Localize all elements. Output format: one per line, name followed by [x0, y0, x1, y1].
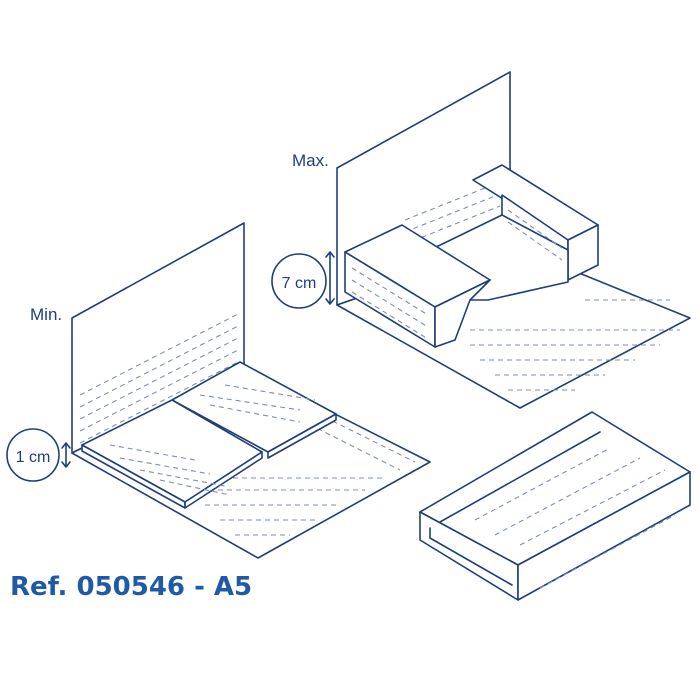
min-height-label: 1 cm: [16, 449, 51, 466]
closed-hatch: [474, 447, 676, 589]
max-label: Max.: [292, 151, 329, 170]
min-height-badge: [6, 428, 60, 482]
min-flap-back-edge: [267, 413, 337, 459]
max-front-face-hatch: [351, 267, 429, 340]
closed-folder-figure: [419, 411, 691, 601]
min-folder-figure: 1 cm Min.: [6, 222, 431, 559]
max-folder-figure: 7 cm Max.: [271, 71, 691, 409]
min-flap-front-side: [184, 451, 263, 509]
max-back-face-hatch: [507, 209, 563, 261]
min-label: Min.: [30, 305, 62, 324]
min-flap-front-hatch: [109, 444, 231, 496]
reference-code: Ref. 050546 - A5: [10, 572, 252, 602]
max-flap-front-side: [434, 279, 491, 348]
max-height-label: 7 cm: [282, 275, 317, 292]
min-back-hatch: [79, 313, 239, 444]
closed-spine-line: [439, 431, 601, 523]
min-flap-back-hatch: [199, 384, 316, 423]
min-base-hatch: [200, 384, 416, 536]
max-height-badge: [271, 253, 327, 309]
max-back-hatch: [404, 181, 501, 245]
closed-side: [517, 471, 691, 601]
max-base-hatch: [470, 299, 680, 391]
